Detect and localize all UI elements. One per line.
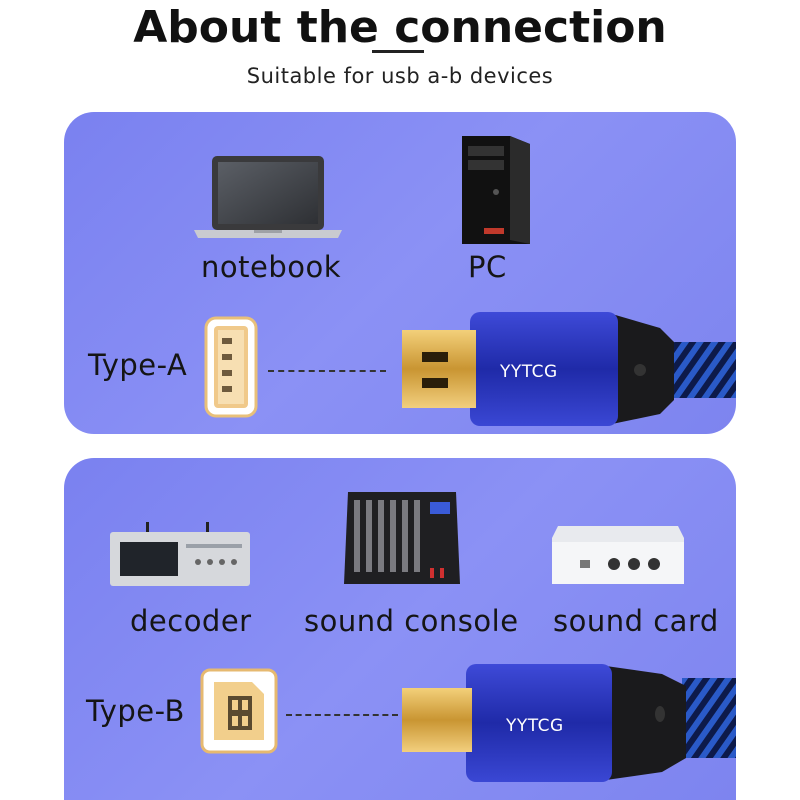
page-title: About the connection [133,2,667,53]
usb-b-port-icon [200,668,278,754]
sound-card-icon [552,526,684,584]
decoder-icon [110,522,250,586]
cable-brand-label-b: YYTCG [506,716,564,736]
type-a-panel: notebook PC Type-A [64,112,736,434]
device-label-pc: PC [468,250,507,284]
title-underline [372,50,424,53]
cable-brand-label-a: YYTCG [500,362,558,382]
connection-dashed-line-b [286,714,398,716]
connection-dashed-line-a [268,370,386,372]
desktop-tower-icon [462,136,530,244]
usb-b-plug-icon [402,664,736,782]
device-label-decoder: decoder [130,604,252,638]
type-b-panel: decoder sound console sound card Type-B [64,458,736,800]
device-label-sound-console: sound console [304,604,519,638]
mixer-icon [344,492,460,584]
connector-label-type-b: Type-B [86,694,185,728]
device-label-notebook: notebook [201,250,342,284]
laptop-icon [194,156,342,238]
page-subtitle: Suitable for usb a-b devices [246,64,554,88]
usb-a-plug-icon [402,312,736,426]
connector-label-type-a: Type-A [88,348,188,382]
device-label-sound-card: sound card [553,604,719,638]
usb-a-port-icon [204,316,258,418]
